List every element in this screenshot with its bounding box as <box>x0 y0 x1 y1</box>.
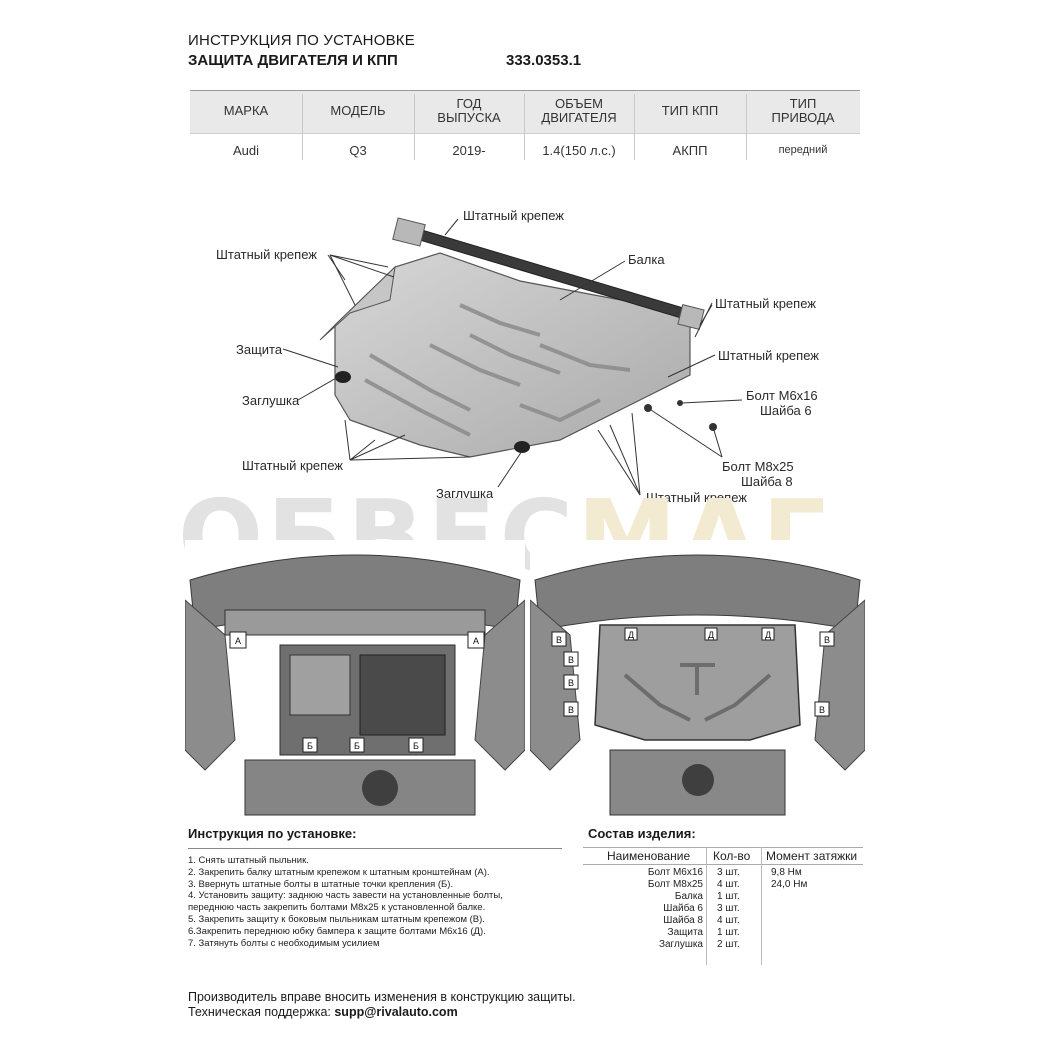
composition-row-torque: 24,0 Нм <box>771 879 808 890</box>
composition-row-qty: 3 шт. <box>717 867 740 878</box>
label-standard-fastener-left: Штатный крепеж <box>216 247 317 262</box>
label-standard-fastener-bottom-left: Штатный крепеж <box>242 458 343 473</box>
marker-b-1: Б <box>307 741 313 751</box>
spec-header-drive-2: ПРИВОДА <box>771 110 835 125</box>
composition-title: Состав изделия: <box>588 826 696 841</box>
marker-a-left: А <box>235 636 241 646</box>
spec-value-year: 2019- <box>452 142 486 158</box>
instruction-step: 5. Закрепить защиту к боковым пыльникам … <box>188 913 485 925</box>
label-beam: Балка <box>628 252 665 267</box>
marker-v-4: В <box>568 705 574 715</box>
composition-row-name: Шайба 6 <box>663 903 703 914</box>
label-standard-fastener-right2: Штатный крепеж <box>718 348 819 363</box>
spec-value-drive: передний <box>778 144 828 156</box>
instruction-step: 3. Ввернуть штатные болты в штатные точк… <box>188 878 454 890</box>
marker-v-5: В <box>824 635 830 645</box>
spec-value-engine: 1.4(150 л.с.) <box>542 142 616 158</box>
label-protection: Защита <box>236 342 283 357</box>
instruction-step: 4. Установить защиту: заднюю часть завес… <box>188 890 503 902</box>
spec-header-drive-1: ТИП <box>789 96 817 111</box>
composition-header-qty: Кол-во <box>713 849 751 863</box>
doc-title-line2: ЗАЩИТА ДВИГАТЕЛЯ И КПП <box>188 52 398 69</box>
doc-title-line1: ИНСТРУКЦИЯ ПО УСТАНОВКЕ <box>188 32 415 49</box>
instruction-step: 2. Закрепить балку штатным крепежом к шт… <box>188 866 490 878</box>
footer-disclaimer: Производитель вправе вносить изменения в… <box>188 990 576 1004</box>
composition-header-name: Наименование <box>607 849 691 863</box>
photo-after-install: В В В В В В Д Д Д <box>530 540 865 820</box>
composition-row-torque: 9,8 Нм <box>771 867 802 878</box>
spec-col-model: МОДЕЛЬ Q3 <box>302 90 414 168</box>
instruction-step: 7. Затянуть болты с необходимым усилием <box>188 937 380 949</box>
composition-row-qty: 3 шт. <box>717 903 740 914</box>
label-standard-fastener-right1: Штатный крепеж <box>715 296 816 311</box>
spec-table-header-band <box>190 90 860 134</box>
spec-col-brand: МАРКА Audi <box>190 90 302 168</box>
marker-a-right: А <box>473 636 479 646</box>
marker-v-2: В <box>568 655 574 665</box>
composition-row-qty: 2 шт. <box>717 939 740 950</box>
instructions-divider <box>188 848 562 849</box>
label-washer-6: Шайба 6 <box>760 403 812 418</box>
marker-d-2: Д <box>708 630 714 640</box>
label-plug-2: Заглушка <box>436 486 494 501</box>
support-email-link[interactable]: supp@rivalauto.com <box>334 1005 458 1019</box>
label-plug-1: Заглушка <box>242 393 300 408</box>
spec-value-gearbox: АКПП <box>672 142 708 158</box>
support-label: Техническая поддержка: <box>188 1005 331 1019</box>
marker-d-1: Д <box>628 630 634 640</box>
photo-before-install: А А Б Б Б <box>185 540 525 820</box>
spec-value-model: Q3 <box>349 142 367 158</box>
marker-b-2: Б <box>354 741 360 751</box>
instruction-step: 6.Закрепить переднюю юбку бампера к защи… <box>188 925 486 937</box>
instruction-step: переднюю часть закрепить болтами М8х25 к… <box>188 902 486 914</box>
composition-row-name: Заглушка <box>658 939 703 950</box>
marker-d-3: Д <box>765 630 771 640</box>
spec-header-gearbox: ТИП КПП <box>661 103 719 118</box>
marker-v-6: В <box>819 705 825 715</box>
label-standard-fastener-top: Штатный крепеж <box>463 208 564 223</box>
spec-header-engine-2: ДВИГАТЕЛЯ <box>541 110 617 125</box>
composition-row-name: Болт М6х16 <box>647 867 703 878</box>
spec-header-model: МОДЕЛЬ <box>330 103 386 118</box>
marker-v-1: В <box>556 635 562 645</box>
instructions-steps: 1. Снять штатный пыльник. 2. Закрепить б… <box>188 855 503 949</box>
spec-header-year-1: ГОД <box>456 96 482 111</box>
marker-v-3: В <box>568 678 574 688</box>
marker-b-3: Б <box>413 741 419 751</box>
composition-row-qty: 4 шт. <box>717 915 740 926</box>
composition-row-name: Болт М8х25 <box>647 879 703 890</box>
label-standard-fastener-bottom-right: Штатный крепеж <box>646 490 747 505</box>
composition-row-name: Шайба 8 <box>663 915 703 926</box>
spec-col-gearbox: ТИП КПП АКПП <box>634 90 746 168</box>
footer-support: Техническая поддержка: supp@rivalauto.co… <box>188 1005 458 1019</box>
composition-row-qty: 1 шт. <box>717 891 740 902</box>
label-washer-8: Шайба 8 <box>741 474 793 489</box>
spec-value-brand: Audi <box>232 142 260 158</box>
composition-row-qty: 4 шт. <box>717 879 740 890</box>
composition-row-name: Балка <box>674 891 703 902</box>
composition-row-name: Защита <box>667 927 703 938</box>
exploded-view-diagram <box>282 217 743 496</box>
label-bolt-m8x25: Болт М8х25 <box>722 459 794 474</box>
instruction-step: 1. Снять штатный пыльник. <box>188 855 309 866</box>
article-number: 333.0353.1 <box>506 52 582 69</box>
spec-header-brand: МАРКА <box>223 103 269 118</box>
spec-header-engine-1: ОБЪЕМ <box>554 96 603 111</box>
composition-row-qty: 1 шт. <box>717 927 740 938</box>
instructions-title: Инструкция по установке: <box>188 826 357 841</box>
spec-header-year-2: ВЫПУСКА <box>437 110 501 125</box>
composition-header-torque: Момент затяжки <box>766 849 858 863</box>
label-bolt-m6x16: Болт М6х16 <box>746 388 818 403</box>
